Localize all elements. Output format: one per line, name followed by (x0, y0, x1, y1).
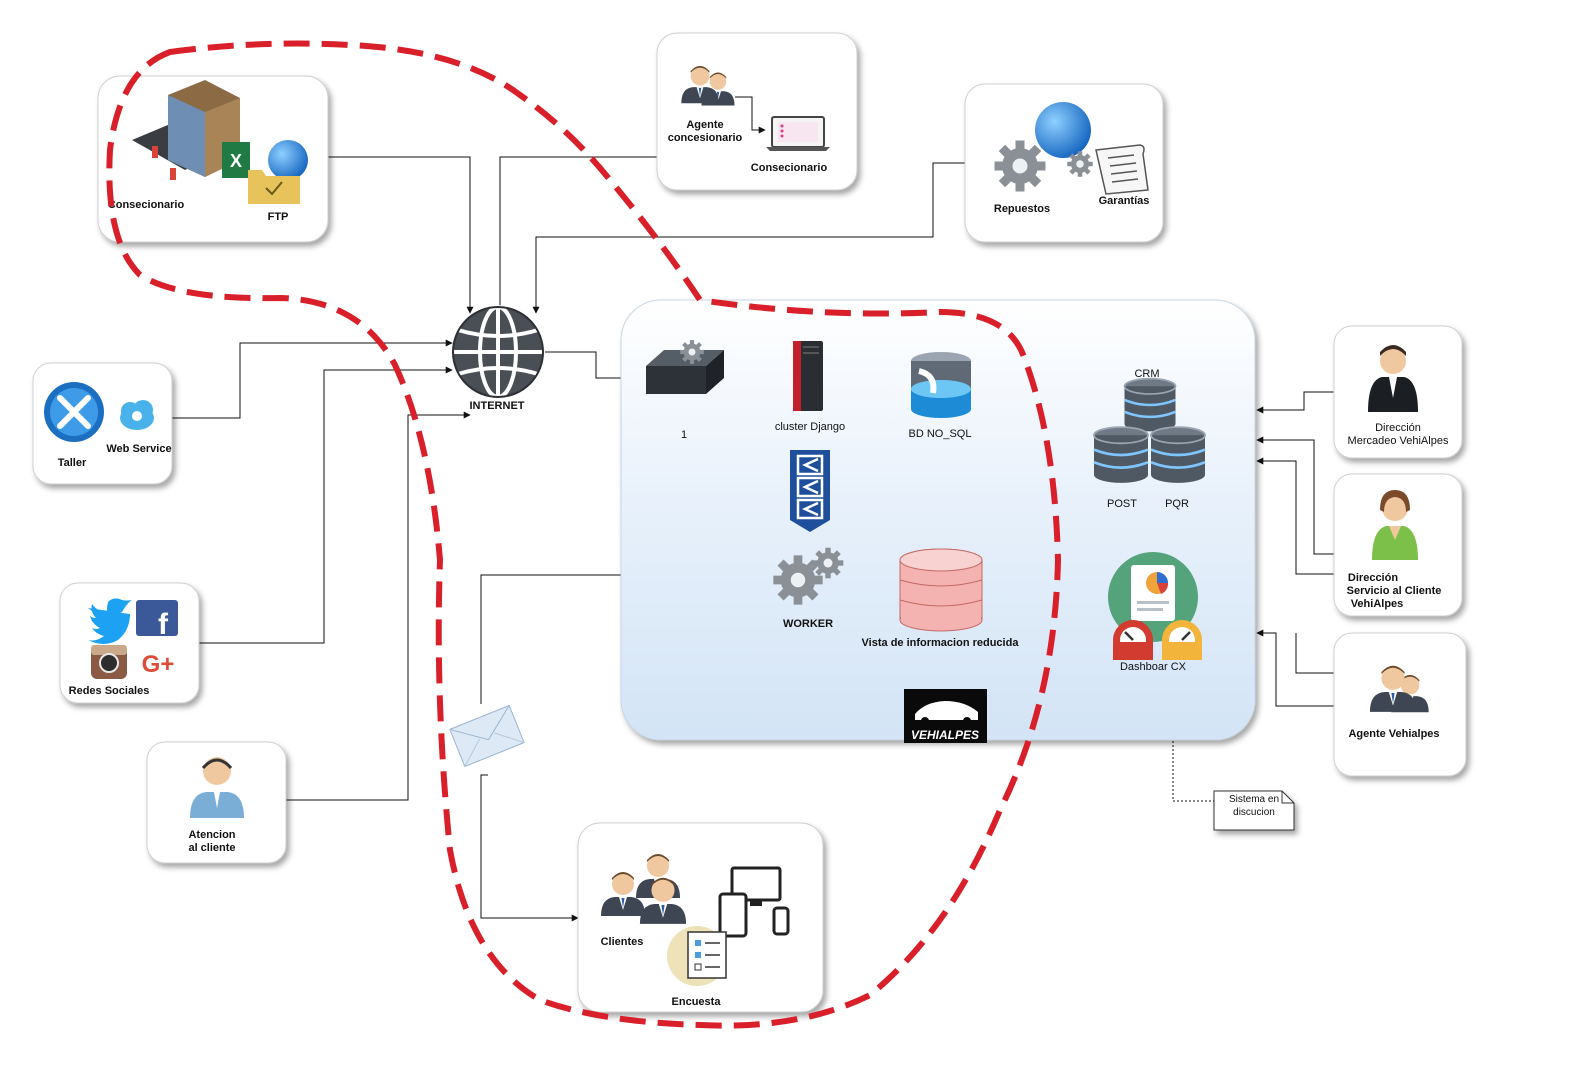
edge-mercadeo-system (1256, 391, 1334, 414)
pqr-label: PQR (1165, 498, 1189, 510)
edge-atencion-internet (286, 411, 471, 801)
dashboard-icon (1108, 552, 1198, 642)
direccion-mercadeo-label-2: Mercadeo VehiAlpes (1348, 435, 1449, 447)
email-envelope-icon (449, 704, 525, 768)
vehialpes-logo-text: VEHIALPES (911, 728, 979, 742)
edge-redes-internet (199, 366, 453, 644)
agente-vehialpes-box: Agente Vehialpes (1333, 632, 1467, 777)
clientes-box: Clientes Encuesta (577, 822, 824, 1013)
edge-agente-vehialpes-system-2 (1295, 633, 1334, 674)
globe-icon (268, 140, 308, 180)
web-service-label: Web Service (106, 443, 171, 455)
atencion-label-1: Atencion (188, 829, 235, 841)
worker-label: WORKER (783, 618, 833, 630)
dashboard-label: Dashboar CX (1120, 661, 1187, 673)
garantias-label: Garantías (1099, 195, 1150, 207)
cluster-django-icon (793, 341, 823, 411)
note-sistema-discusion: Sistema en discucion (1213, 790, 1295, 831)
agente-concesionario-box: Agente concesionario Consecionario (656, 32, 858, 191)
edge-note (1172, 741, 1214, 802)
edge-agente-vehialpes-system (1256, 629, 1334, 707)
document-scroll-icon (1095, 144, 1149, 195)
survey-icon (667, 926, 727, 986)
edge-taller-internet (172, 339, 453, 419)
internet-label: INTERNET (470, 400, 525, 412)
direccion-mercadeo-box: Dirección Mercadeo VehiAlpes (1333, 325, 1463, 459)
gear-icon (994, 140, 1046, 192)
agente-concesionario-label-2: concesionario (668, 132, 743, 144)
repuestos-garantias-box: Repuestos Garantías (964, 83, 1164, 243)
edge-repuestos-internet (532, 162, 965, 314)
crm-label: CRM (1134, 368, 1159, 380)
repuestos-label: Repuestos (994, 203, 1050, 215)
note-line-1: Sistema en (1229, 794, 1279, 805)
instagram-icon (91, 645, 127, 679)
direccion-servicio-label-3: VehiAlpes (1351, 598, 1404, 610)
facebook-icon: f (136, 600, 178, 641)
clientes-label: Clientes (601, 936, 644, 948)
edge-mail-clientes (480, 774, 579, 922)
direccion-servicio-box: Dirección Servicio al Cliente VehiAlpes (1333, 473, 1463, 617)
internet-globe-icon (452, 305, 544, 399)
gauge-red-icon (1113, 620, 1153, 660)
twitter-icon (88, 598, 132, 644)
redes-sociales-label: Redes Sociales (69, 685, 150, 697)
atencion-cliente-box: Atencion al cliente (146, 741, 287, 864)
vehialpes-logo: VEHIALPES (904, 689, 987, 743)
concesionario-label: Consecionario (108, 199, 185, 211)
ftp-label: FTP (268, 211, 289, 223)
svg-text:G+: G+ (142, 651, 175, 678)
bd-nosql-label: BD NO_SQL (909, 428, 972, 440)
executive-icon (1368, 345, 1418, 412)
direccion-mercadeo-label-1: Dirección (1375, 422, 1421, 434)
taller-label: Taller (58, 457, 87, 469)
edge-servicio-system-2 (1256, 457, 1334, 575)
server-label: 1 (681, 429, 687, 441)
atencion-label-2: al cliente (188, 842, 235, 854)
svg-text:X: X (230, 151, 242, 171)
edge-concesionario-internet (328, 156, 474, 314)
gauge-yellow-icon (1162, 620, 1202, 660)
excel-icon: X (222, 142, 250, 178)
vista-label: Vista de informacion reducida (862, 637, 1020, 649)
cloud-gear-icon (120, 400, 154, 430)
bd-nosql-icon (911, 352, 971, 418)
note-line-2: discucion (1233, 807, 1275, 818)
edge-servicio-system (1256, 436, 1334, 555)
cluster-django-label: cluster Django (775, 421, 845, 433)
post-label: POST (1107, 498, 1137, 510)
tools-icon (44, 382, 104, 442)
google-plus-icon: G+ (142, 651, 175, 678)
taller-box: Taller Web Service (32, 362, 173, 485)
vista-database-icon (899, 548, 983, 632)
direccion-servicio-label-2: Servicio al Cliente (1347, 585, 1442, 597)
svg-text:f: f (158, 608, 169, 641)
dashed-boundary-outline (106, 40, 1062, 1029)
server-icon (646, 340, 724, 394)
message-queue-icon (790, 450, 830, 532)
encuesta-label: Encuesta (672, 996, 722, 1008)
direccion-servicio-label-1: Dirección (1348, 572, 1398, 584)
devices-icon (718, 866, 790, 938)
laptop-icon (766, 116, 830, 151)
redes-sociales-box: f G+ Redes Sociales (59, 582, 200, 704)
folder-icon (248, 170, 300, 204)
consecionario-label: Consecionario (751, 162, 828, 174)
globe-icon (1035, 102, 1091, 158)
agente-vehialpes-label: Agente Vehialpes (1348, 728, 1439, 740)
support-agent-icon (190, 757, 244, 818)
agente-concesionario-label-1: Agente (686, 119, 723, 131)
concesionario-ftp-box: X Consecionario FTP (97, 75, 329, 243)
woman-executive-icon (1372, 490, 1418, 560)
edge-agente-internet (496, 156, 657, 314)
